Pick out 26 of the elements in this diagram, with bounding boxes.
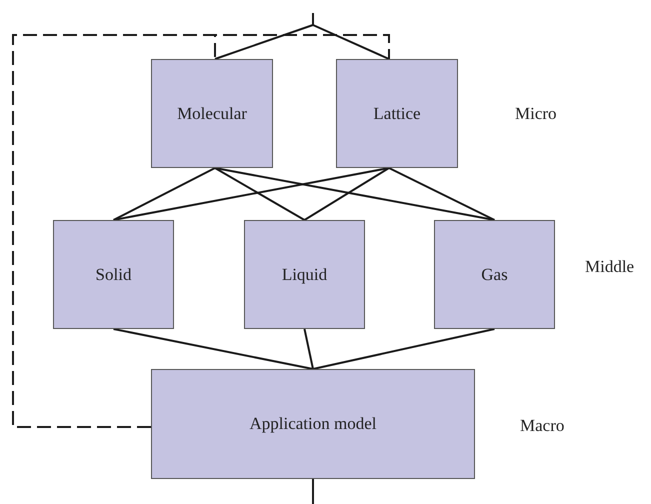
process-box [336, 59, 458, 168]
level-label: Middle [585, 257, 634, 277]
process-box [151, 59, 273, 168]
box-label: Gas [481, 264, 508, 284]
box-label: Liquid [282, 264, 328, 284]
process-box [151, 369, 475, 479]
connector-line [304, 167, 390, 221]
process-box [434, 220, 555, 329]
connector-line [113, 328, 314, 370]
level-label: Macro [520, 416, 564, 436]
connector-line [113, 167, 216, 221]
box-label: Application model [249, 414, 376, 434]
box-label: Molecular [177, 104, 247, 124]
box-label: Lattice [373, 104, 421, 124]
box-label: Solid [96, 264, 132, 284]
connector-line [113, 167, 390, 221]
connector-line [214, 167, 305, 221]
connector-line [304, 328, 314, 370]
connector-line [312, 13, 390, 60]
process-box [53, 220, 174, 329]
level-label: Micro [515, 104, 557, 124]
connector-line [312, 328, 495, 370]
process-box [244, 220, 365, 329]
connector-line [12, 34, 390, 428]
connector-line [312, 479, 314, 504]
connector-line [388, 167, 495, 221]
